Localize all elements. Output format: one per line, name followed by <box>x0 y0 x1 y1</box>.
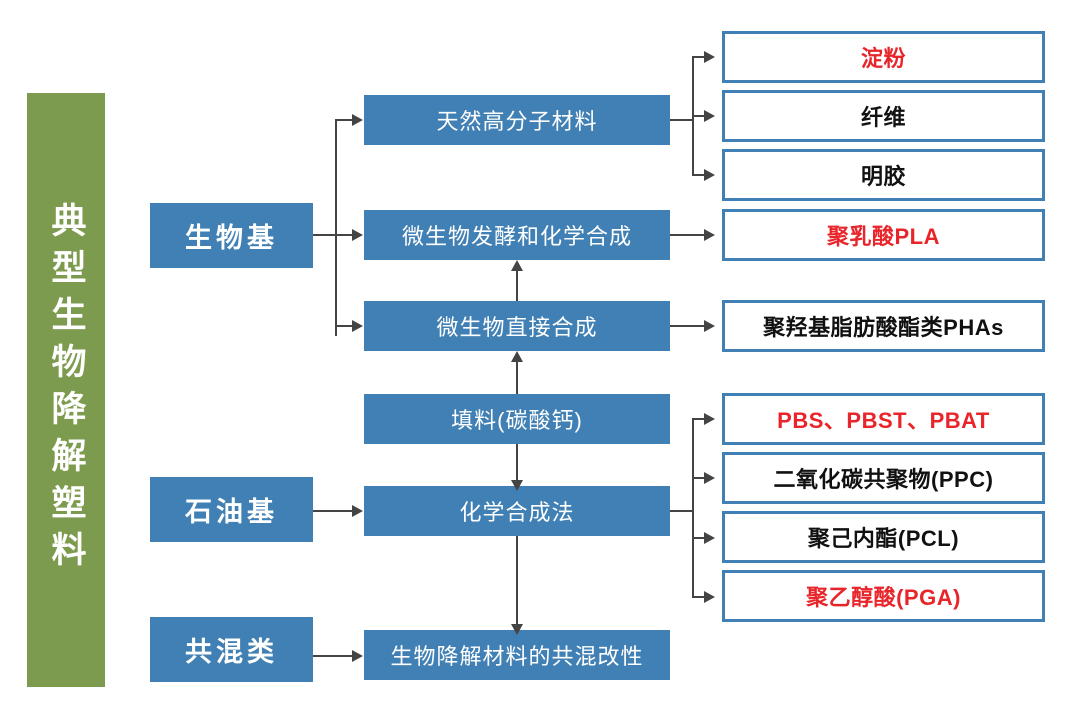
arrowhead-up-to-microbial-direct <box>511 351 523 362</box>
arrowhead-blend-to-blend-modification <box>352 650 363 662</box>
product-phas[interactable]: 聚羟基脂肪酸酯类PHAs <box>722 300 1045 352</box>
connector-bio-to-fermentation <box>335 234 355 236</box>
arrowhead-to-pla <box>704 229 715 241</box>
connector-to-pbs-group <box>692 418 706 420</box>
arrowhead-to-pcl <box>704 532 715 544</box>
arrowhead-to-gelatin <box>704 169 715 181</box>
connector-to-ppc <box>692 477 706 479</box>
category-bio-based[interactable]: 生物基 <box>150 203 313 268</box>
connector-chemical-synthesis-spine <box>692 418 694 598</box>
connector-filler-to-chemical-synthesis <box>516 444 518 480</box>
connector-microbial-direct-to-phas <box>670 325 706 327</box>
process-natural-polymer[interactable]: 天然高分子材料 <box>364 95 670 145</box>
product-pbs-pbst-pbat[interactable]: PBS、PBST、PBAT <box>722 393 1045 445</box>
arrowhead-petro-to-chemical-synthesis <box>352 505 363 517</box>
connector-to-fiber <box>692 115 706 117</box>
product-pcl[interactable]: 聚己内酯(PCL) <box>722 511 1045 563</box>
connector-filler-to-microbial-direct <box>516 357 518 394</box>
banner-typical-biodegradable-plastics: 典型生物降解塑料 <box>27 93 105 687</box>
connector-blend-to-blend-modification <box>313 655 355 657</box>
arrowhead-bio-to-natural-polymer <box>352 114 363 126</box>
connector-microbial-direct-to-fermentation <box>516 266 518 301</box>
connector-to-pga <box>692 596 706 598</box>
connector-bio-to-microbial-direct <box>335 325 355 327</box>
banner-title: 典型生物降解塑料 <box>45 202 87 578</box>
category-blend[interactable]: 共混类 <box>150 617 313 682</box>
connector-bio-spine <box>335 119 337 336</box>
connector-to-gelatin <box>692 174 706 176</box>
connector-to-pcl <box>692 537 706 539</box>
product-pga[interactable]: 聚乙醇酸(PGA) <box>722 570 1045 622</box>
connector-chemical-synthesis-stub <box>670 510 694 512</box>
connector-to-starch <box>692 56 706 58</box>
arrowhead-to-pbs-group <box>704 413 715 425</box>
connector-bio-to-natural-polymer <box>335 119 355 121</box>
process-fermentation-chemical-synthesis[interactable]: 微生物发酵和化学合成 <box>364 210 670 260</box>
product-starch[interactable]: 淀粉 <box>722 31 1045 83</box>
arrowhead-to-phas <box>704 320 715 332</box>
arrowhead-bio-to-microbial-direct <box>352 320 363 332</box>
product-pla[interactable]: 聚乳酸PLA <box>722 209 1045 261</box>
connector-bio-stub <box>313 234 337 236</box>
process-blend-modification[interactable]: 生物降解材料的共混改性 <box>364 630 670 680</box>
connector-petro-to-chemical-synthesis <box>313 510 355 512</box>
arrowhead-bio-to-fermentation <box>352 229 363 241</box>
arrowhead-down-to-chemical-synthesis <box>511 480 523 491</box>
arrowhead-to-pga <box>704 591 715 603</box>
arrowhead-to-starch <box>704 51 715 63</box>
product-ppc[interactable]: 二氧化碳共聚物(PPC) <box>722 452 1045 504</box>
arrowhead-down-to-blend-modification <box>511 624 523 635</box>
process-chemical-synthesis[interactable]: 化学合成法 <box>364 486 670 536</box>
process-filler-calcium-carbonate[interactable]: 填料(碳酸钙) <box>364 394 670 444</box>
arrowhead-up-to-fermentation <box>511 260 523 271</box>
connector-fermentation-to-pla <box>670 234 706 236</box>
connector-chemical-synthesis-to-blend-modification <box>516 536 518 624</box>
connector-natural-polymer-stub <box>670 119 694 121</box>
process-microbial-direct-synthesis[interactable]: 微生物直接合成 <box>364 301 670 351</box>
arrowhead-to-fiber <box>704 110 715 122</box>
arrowhead-to-ppc <box>704 472 715 484</box>
product-fiber[interactable]: 纤维 <box>722 90 1045 142</box>
product-gelatin[interactable]: 明胶 <box>722 149 1045 201</box>
category-petro-based[interactable]: 石油基 <box>150 477 313 542</box>
